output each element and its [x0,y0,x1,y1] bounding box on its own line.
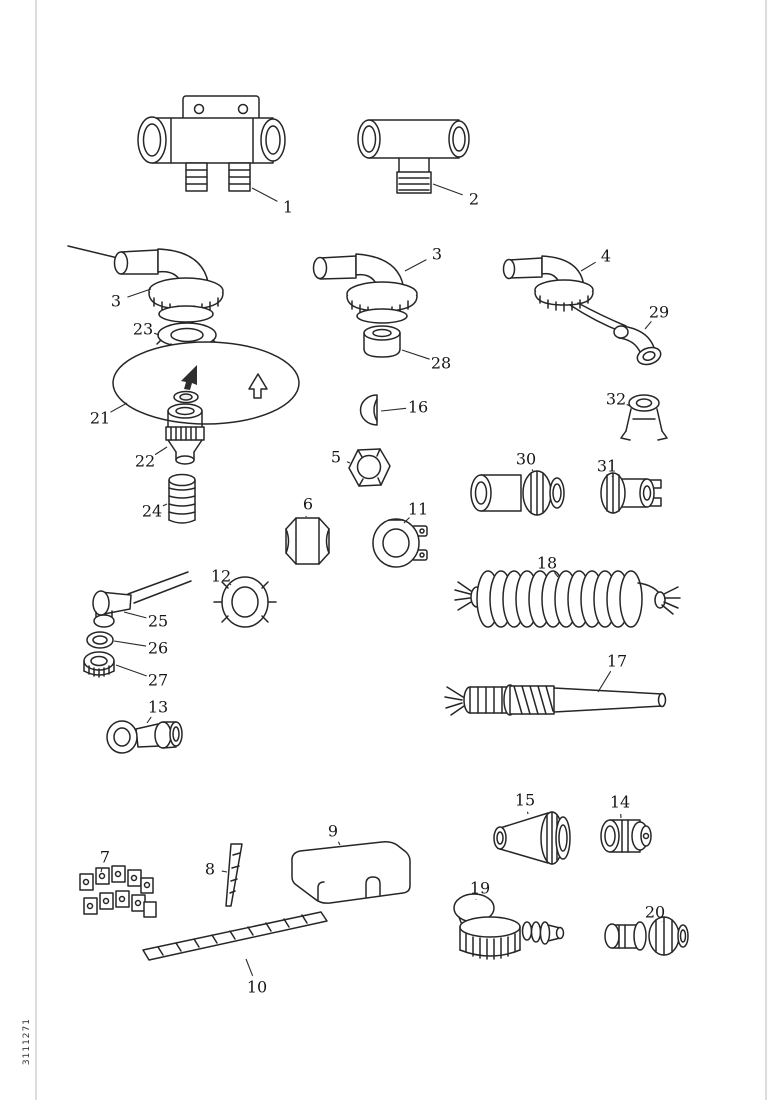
callout-leader-32 [626,403,631,407]
callout-leader-26 [113,640,147,647]
part-3-elbow-middle [312,253,418,324]
part-21-cover-plate [112,341,300,425]
part-1-t-fitting [137,95,286,192]
part-callout-11: 11 [408,500,428,519]
part-25-elbow-hose [92,571,192,628]
callout-leader-25 [123,611,147,619]
callout-leader-27 [115,664,147,677]
part-11-retainer [372,518,428,568]
part-16-cap [359,394,378,426]
callout-leader-3 [127,288,152,298]
part-callout-17: 17 [607,652,627,671]
part-callout-28: 28 [431,354,451,373]
callout-leader-15 [526,811,529,815]
callout-leader-17 [597,670,612,693]
part-31-adapter [600,472,662,514]
part-30-coupling [470,470,565,516]
part-24-hose-nipple [168,473,196,524]
part-13-connector [106,720,183,754]
part-callout-2: 2 [469,190,479,209]
part-callout-9: 9 [328,822,338,841]
part-12-ring [213,576,277,628]
part-callout-31: 31 [597,457,617,476]
part-callout-27: 27 [148,671,168,690]
callout-leader-8 [221,870,228,873]
part-callout-21: 21 [90,409,110,428]
part-20-hose-coupling [604,916,689,956]
part-callout-8: 8 [205,860,215,879]
part-callout-26: 26 [148,639,168,658]
part-26-washer [86,631,114,649]
part-17-hose [444,684,667,716]
part-9-cover [291,841,411,904]
part-callout-13: 13 [148,698,168,717]
part-14-adapter-small [600,819,652,853]
callout-leader-3 [404,259,427,272]
part-callout-22: 22 [135,452,155,471]
part-callout-20: 20 [645,903,665,922]
part-8-wedge [225,843,243,907]
part-27-filter-ring [83,651,115,678]
part-callout-4: 4 [601,247,611,266]
callout-leader-9 [337,841,341,846]
part-4-elbow-right [502,255,627,333]
callout-leader-30 [531,469,534,472]
part-callout-6: 6 [303,495,313,514]
callout-leader-29 [644,320,652,330]
callout-leader-1 [251,187,278,202]
part-callout-23: 23 [133,320,153,339]
part-callout-29: 29 [649,303,669,322]
part-28-sleeve [363,325,401,358]
part-callout-18: 18 [537,554,557,573]
callout-leader-5 [346,461,351,464]
part-callout-19: 19 [470,879,490,898]
page-code: 3111271 [22,1018,32,1066]
part-callout-30: 30 [516,450,536,469]
part-callout-5: 5 [331,448,341,467]
callout-leader-13 [146,716,152,724]
part-callout-3: 3 [432,245,442,264]
callout-leader-18 [553,572,559,578]
part-32-bracket [620,394,668,441]
part-19-backflow-valve [453,893,565,960]
part-callout-3: 3 [111,292,121,311]
callout-leader-12 [229,583,232,586]
part-callout-24: 24 [142,502,162,521]
part-3-elbow-left [67,245,224,323]
part-6-cap [285,517,330,565]
part-7-clip-band [79,865,157,918]
callout-leader-10 [245,958,254,977]
part-22-valve-body [165,403,205,465]
part-10-strip [142,911,328,961]
callout-leader-23 [154,332,160,336]
part-2-t-fitting [357,119,470,194]
callout-leader-16 [380,407,407,412]
callout-leader-2 [432,183,463,196]
callout-leader-7 [100,868,103,873]
callout-leader-11 [403,517,410,524]
part-18-coil-hose [454,570,681,628]
callout-leader-24 [162,503,168,507]
part-29-elbow-small [613,325,662,366]
callout-leader-4 [580,261,596,272]
part-callout-7: 7 [100,848,110,867]
part-callout-10: 10 [247,978,267,997]
part-callout-15: 15 [515,791,535,810]
callout-leader-28 [401,349,430,360]
callout-leader-21 [110,402,128,413]
callout-leader-22 [154,446,168,456]
part-callout-16: 16 [408,398,428,417]
part-callout-32: 32 [606,390,626,409]
part-5-nut [348,448,391,487]
part-callout-14: 14 [610,793,630,812]
page-margin-lines [35,0,767,1100]
part-15-nozzle [493,811,571,865]
part-callout-25: 25 [148,612,168,631]
part-callout-1: 1 [283,198,293,217]
part-callout-12: 12 [211,567,231,586]
